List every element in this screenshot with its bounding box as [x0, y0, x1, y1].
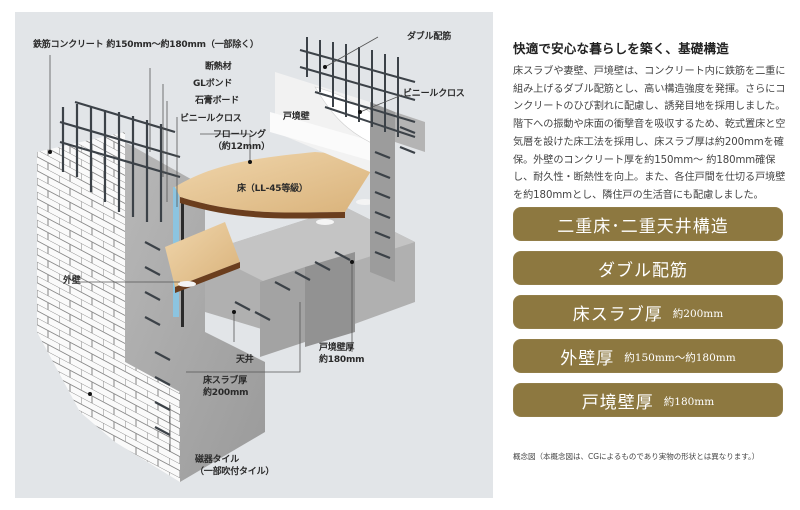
label-rebar-concrete: 鉄筋コンクリート 約150mm〜約180mm（一部除く）: [33, 40, 259, 50]
feature-double-floor-ceiling: 二重床･二重天井構造: [513, 207, 783, 241]
rebar-stubs: [144, 125, 416, 436]
feature-slab-thickness: 床スラブ厚 約200mm: [513, 295, 783, 329]
leader-lines: [49, 36, 403, 452]
feature-party-wall-thickness: 戸境壁厚 約180mm: [513, 383, 783, 417]
rebar-right: [299, 37, 416, 138]
structure-illustration: [37, 36, 425, 482]
structure-diagram: 鉄筋コンクリート 約150mm〜約180mm（一部除く） 断熱材 GLボンド 石…: [15, 12, 493, 498]
rebar-left: [59, 100, 181, 222]
label-ceiling: 天井: [236, 355, 254, 365]
concept-note: 概念図（本概念図は、CGによるものであり実物の形状とは異なります。）: [513, 452, 760, 461]
feature-exterior-wall-thickness: 外壁厚 約150mm〜約180mm: [513, 339, 783, 373]
label-gypsum-board: 石膏ボード: [195, 96, 240, 106]
section-description: 床スラブや妻壁、戸境壁は、コンクリート内に鉄筋を二重に組み上げるダブル配筋とし、…: [513, 66, 786, 201]
label-double-rebar: ダブル配筋: [407, 32, 452, 42]
label-floor: 床（LL-45等級）: [237, 184, 308, 194]
label-exterior-wall: 外壁: [63, 276, 81, 286]
label-insulation: 断熱材: [205, 62, 232, 72]
label-slab: 床スラブ厚 約200mm: [203, 376, 249, 398]
label-flooring: フローリング （約12mm）: [213, 130, 270, 152]
label-gl-bond: GLボンド: [193, 79, 233, 89]
label-vinyl-cloth-left: ビニールクロス: [180, 114, 242, 124]
section-heading: 快適で安心な暮らしを築く、基礎構造: [513, 41, 729, 56]
label-tile: 磁器タイル （一部吹付タイル）: [195, 455, 275, 477]
label-party-wall-thickness: 戸境壁厚 約180mm: [319, 343, 365, 365]
label-vinyl-cloth-right: ビニールクロス: [403, 89, 465, 99]
label-party-wall: 戸境壁: [283, 112, 310, 122]
feature-double-rebar: ダブル配筋: [513, 251, 783, 285]
